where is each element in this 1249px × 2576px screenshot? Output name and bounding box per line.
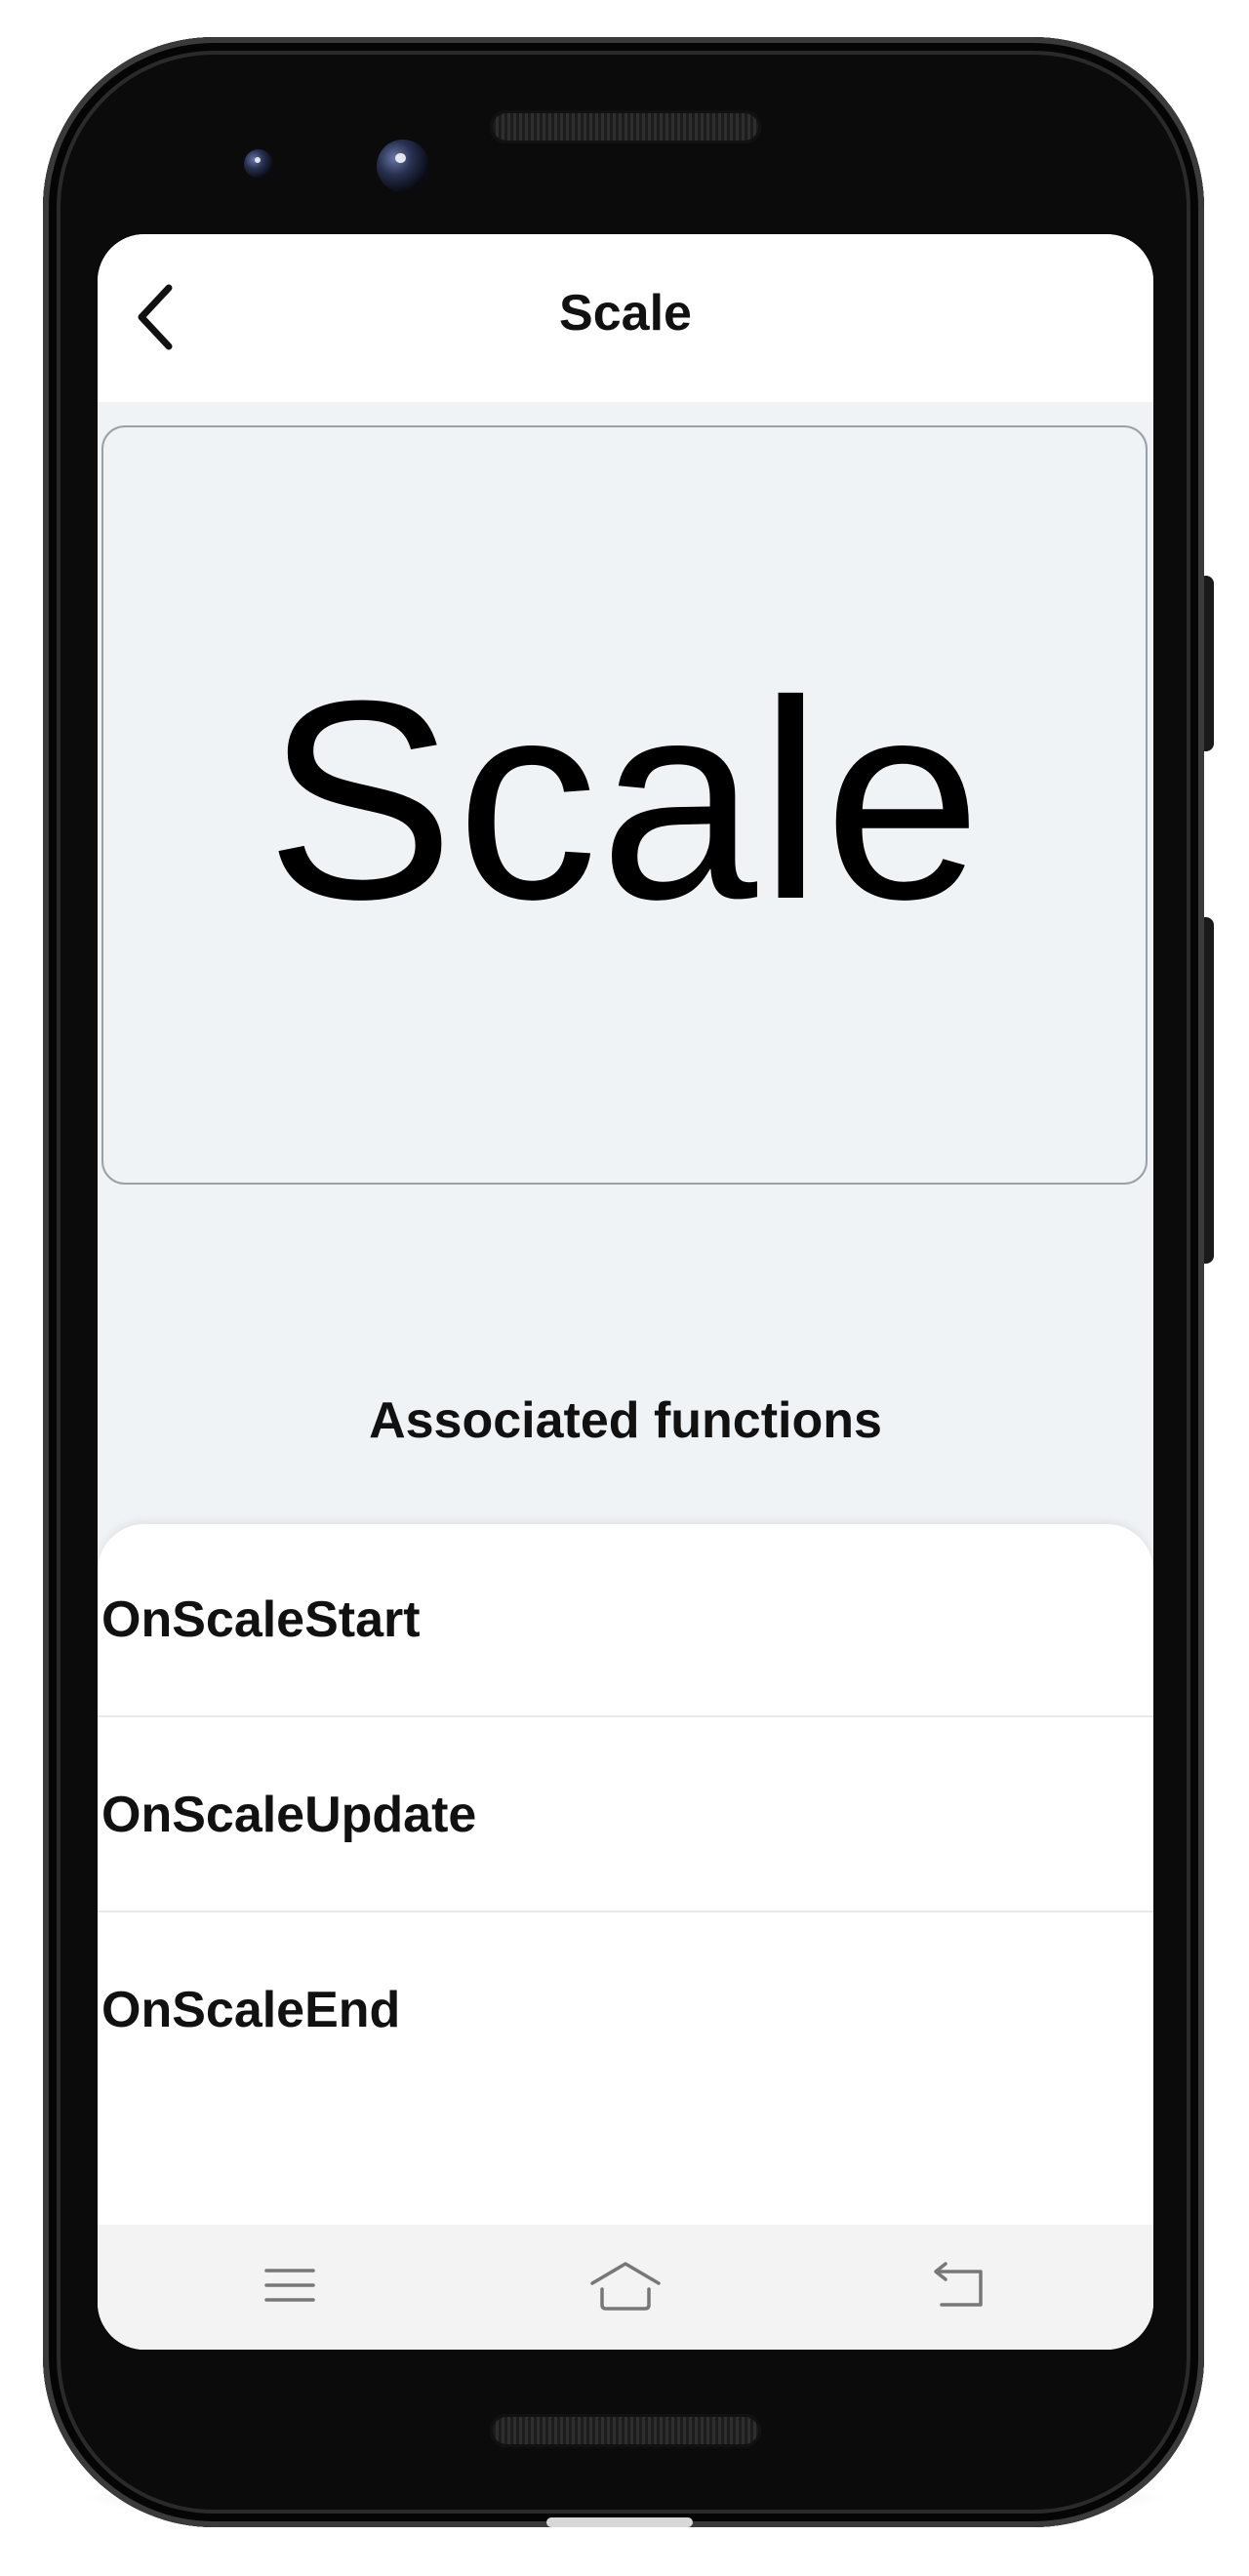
phone-bottom-edge	[546, 2517, 693, 2527]
list-item-on-scale-start[interactable]: OnScaleStart	[98, 1524, 1153, 1717]
earpiece-speaker	[490, 110, 761, 143]
back-nav-button[interactable]	[915, 2246, 1003, 2324]
home-icon	[590, 2262, 661, 2311]
associated-functions-heading: Associated functions	[369, 1392, 882, 1449]
function-label: OnScaleEnd	[101, 1982, 401, 2038]
page-title: Scale	[559, 285, 692, 342]
scale-gesture-area[interactable]: Scale	[101, 425, 1148, 1185]
list-item-on-scale-end[interactable]: OnScaleEnd	[98, 1914, 1153, 2108]
phone-screen: Scale Scale Associated functions OnScale…	[98, 234, 1153, 2350]
front-camera	[377, 140, 429, 192]
app-bar: Scale	[98, 234, 1153, 402]
recent-apps-button[interactable]	[246, 2246, 334, 2324]
gesture-label: Scale	[265, 641, 984, 958]
home-button[interactable]	[582, 2246, 669, 2324]
function-label: OnScaleStart	[101, 1591, 421, 1648]
list-item-on-scale-update[interactable]: OnScaleUpdate	[98, 1719, 1153, 1912]
front-sensor	[244, 149, 273, 179]
back-icon	[934, 2262, 983, 2307]
function-label: OnScaleUpdate	[101, 1787, 477, 1843]
menu-icon	[264, 2269, 315, 2302]
system-navigation-bar	[98, 2225, 1153, 2350]
back-button[interactable]	[111, 273, 199, 361]
chevron-left-icon	[138, 284, 173, 350]
functions-list: OnScaleStart OnScaleUpdate OnScaleEnd	[98, 1524, 1153, 2324]
bottom-speaker	[490, 2414, 761, 2447]
